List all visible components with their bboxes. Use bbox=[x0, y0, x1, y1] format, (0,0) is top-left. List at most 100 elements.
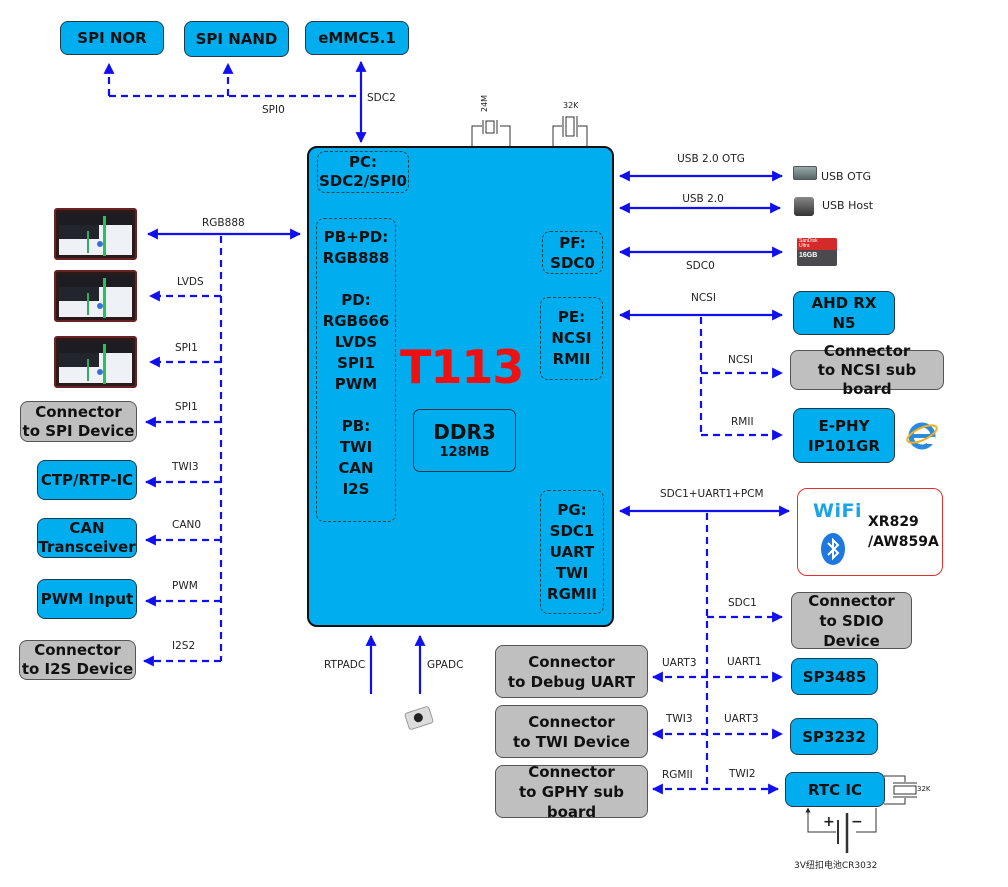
connector-twi-device[interactable]: Connector to TWI Device bbox=[495, 705, 648, 758]
pin-group-line: PB: bbox=[341, 417, 371, 435]
module-label: IP101GR bbox=[808, 436, 880, 455]
module-label: to SDIO Device bbox=[819, 611, 884, 650]
connector-spi-device[interactable]: Connector to SPI Device bbox=[20, 401, 137, 442]
module-label: to SPI Device bbox=[22, 421, 135, 440]
pin-group-line: CAN bbox=[338, 459, 374, 477]
module-label: SPI NAND bbox=[195, 30, 278, 48]
wireless-chip-label: XR829 /AW859A bbox=[868, 512, 939, 552]
pin-group-line: SDC0 bbox=[550, 253, 595, 272]
module-label: Connector bbox=[528, 652, 615, 671]
crystal-32k-icon bbox=[552, 116, 588, 146]
pin-group-line: TWI bbox=[339, 438, 373, 456]
module-label: Connector bbox=[35, 402, 122, 421]
ephy-ip101gr-module[interactable]: E-PHY IP101GR bbox=[793, 408, 895, 463]
pin-group-line: RGB666 bbox=[322, 312, 390, 330]
module-label: E-PHY bbox=[818, 416, 870, 435]
pin-group-line: PWM bbox=[334, 375, 378, 393]
pin-group-line: PD: bbox=[341, 291, 371, 309]
wireless-module[interactable] bbox=[797, 488, 943, 576]
crystal-24m-label: 24M bbox=[480, 94, 489, 112]
uart3-debug-bus-label: UART3 bbox=[662, 657, 697, 669]
lcd-display-icon bbox=[54, 336, 137, 388]
memory-type: DDR3 bbox=[433, 419, 496, 444]
pin-group-line: RGB888 bbox=[322, 249, 390, 267]
module-label: to GPHY sub board bbox=[519, 782, 624, 821]
twi3-conn-bus-label: TWI3 bbox=[666, 713, 693, 725]
rtc-crystal-label: 32K bbox=[917, 785, 931, 793]
module-label: to Debug UART bbox=[507, 672, 636, 691]
pin-group-line: SPI1 bbox=[337, 354, 375, 372]
connector-i2s-device[interactable]: Connector to I2S Device bbox=[19, 640, 136, 680]
pwm-input-module[interactable]: PWM Input bbox=[37, 579, 137, 619]
module-label: to I2S Device bbox=[21, 660, 134, 678]
pin-group-line: PE: bbox=[557, 308, 586, 326]
pin-group-line: RGMII bbox=[547, 584, 597, 603]
sdc1-bus-label: SDC1 bbox=[728, 597, 757, 609]
module-label: Connector bbox=[823, 341, 911, 360]
usb-host-label: USB Host bbox=[822, 199, 874, 212]
can0-bus-label: CAN0 bbox=[172, 519, 202, 531]
sp3485-module[interactable]: SP3485 bbox=[791, 658, 878, 695]
module-label: Connector bbox=[528, 762, 615, 781]
pin-group-line: TWI bbox=[555, 563, 589, 582]
twi3-bus-label: TWI3 bbox=[172, 461, 199, 473]
spi1-lcd-bus-label: SPI1 bbox=[175, 342, 198, 354]
pwm-bus-label: PWM bbox=[172, 580, 198, 592]
module-label: RTC IC bbox=[808, 780, 862, 799]
crystal-24m-icon bbox=[471, 120, 511, 146]
can-transceiver-module[interactable]: CAN Transceiver bbox=[37, 518, 137, 558]
lcd-display-icon bbox=[54, 270, 137, 322]
pin-group-line: PG: bbox=[557, 500, 587, 519]
ahd-rx-n5-module[interactable]: AHD RX N5 bbox=[793, 291, 895, 335]
pin-group-pf: PF: SDC0 bbox=[542, 231, 603, 274]
pin-group-pb-pd: PB+PD: RGB888 PD: RGB666 LVDS SPI1 PWM P… bbox=[316, 218, 396, 522]
lvds-bus-label: LVDS bbox=[177, 276, 204, 288]
spi-nand-module[interactable]: SPI NAND bbox=[184, 21, 289, 57]
pin-group-line: I2S bbox=[342, 480, 370, 498]
microsd-card-icon: SanDisk Ultra 16GB bbox=[797, 238, 837, 266]
module-label: SP3232 bbox=[802, 727, 866, 746]
wifi-logo-icon: WiFi bbox=[813, 500, 862, 522]
chip-title: T113 bbox=[400, 340, 524, 394]
lcd-display-icon bbox=[54, 208, 137, 260]
ncsi-conn-bus-label: NCSI bbox=[728, 354, 753, 366]
sdc2-bus-label: SDC2 bbox=[367, 92, 396, 104]
pin-group-line: SDC2/SPI0 bbox=[319, 172, 407, 190]
gpadc-bus-label: GPADC bbox=[427, 659, 464, 671]
battery-label: 3V纽扣电池CR3032 bbox=[794, 861, 878, 871]
module-label: Connector bbox=[528, 712, 615, 731]
connector-sdio-device[interactable]: Connector to SDIO Device bbox=[791, 592, 912, 650]
rtc-ic-module[interactable]: RTC IC bbox=[785, 772, 885, 807]
usb-host-bus-label: USB 2.0 bbox=[682, 193, 724, 205]
rgmii-bus-label: RGMII bbox=[662, 769, 693, 781]
pin-group-line: UART bbox=[549, 542, 595, 561]
module-label: Connector bbox=[34, 641, 121, 659]
uart3-sp3232-bus-label: UART3 bbox=[724, 713, 759, 725]
battery-minus: − bbox=[851, 814, 863, 830]
pin-group-line: SDC1 bbox=[549, 521, 595, 540]
module-label: SP3485 bbox=[802, 667, 867, 686]
usb-otg-label: USB OTG bbox=[821, 170, 871, 183]
connector-debug-uart[interactable]: Connector to Debug UART bbox=[495, 645, 648, 698]
module-label: SPI NOR bbox=[77, 29, 147, 47]
rtpadc-bus-label: RTPADC bbox=[324, 659, 366, 671]
module-label: N5 bbox=[832, 314, 856, 332]
sdc0-bus-label: SDC0 bbox=[686, 260, 715, 272]
sp3232-module[interactable]: SP3232 bbox=[790, 718, 878, 755]
battery-plus: + bbox=[823, 814, 835, 830]
pin-group-pc: PC: SDC2/SPI0 bbox=[317, 151, 409, 193]
pin-group-line: RMII bbox=[552, 350, 591, 368]
i2s2-bus-label: I2S2 bbox=[172, 640, 196, 652]
sd-card-line: Ultra bbox=[799, 243, 810, 249]
spi-nor-module[interactable]: SPI NOR bbox=[60, 21, 164, 55]
connector-gphy-sub-board[interactable]: Connector to GPHY sub board bbox=[495, 762, 648, 821]
module-label: Transceiver bbox=[38, 538, 136, 556]
memory-size: 128MB bbox=[439, 444, 490, 460]
connector-ncsi-sub-board[interactable]: Connector to NCSI sub board bbox=[790, 342, 944, 398]
ctp-rtp-ic-module[interactable]: CTP/RTP-IC bbox=[37, 460, 137, 500]
emmc-module[interactable]: eMMC5.1 bbox=[305, 21, 409, 55]
battery-icon bbox=[808, 808, 877, 853]
wireless-bus-label: SDC1+UART1+PCM bbox=[660, 488, 764, 500]
spi0-bus-label: SPI0 bbox=[262, 104, 285, 116]
